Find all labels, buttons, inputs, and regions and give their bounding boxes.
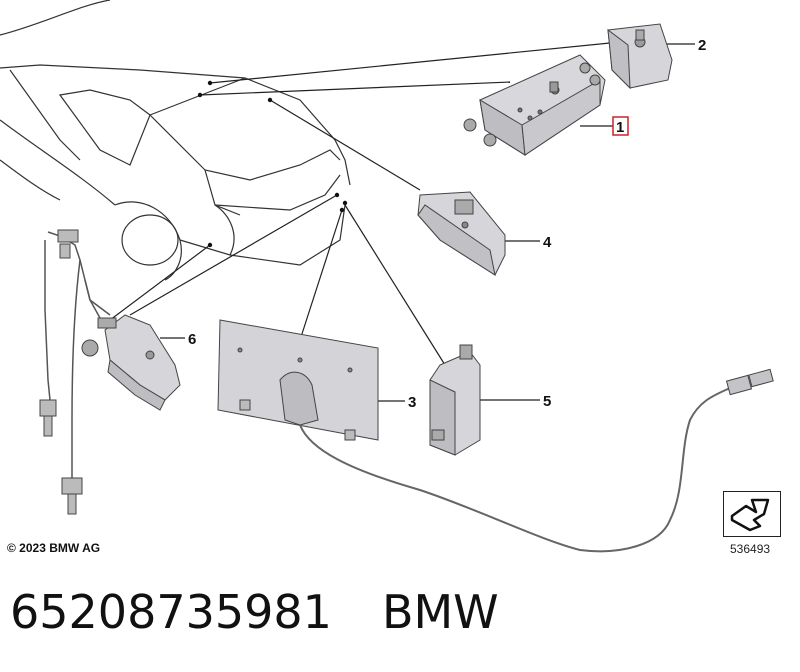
part-number: 65208735981 bbox=[10, 585, 332, 639]
part-5-module bbox=[429, 344, 481, 456]
part-3-antenna-plate bbox=[217, 319, 379, 441]
antenna-cable bbox=[299, 387, 731, 553]
part-1-antenna-amplifier bbox=[463, 54, 606, 156]
reference-number: 536493 bbox=[730, 542, 771, 556]
leader-lines bbox=[109, 42, 695, 402]
reference-box bbox=[723, 491, 781, 537]
callout-3: 3 bbox=[408, 394, 416, 411]
callout-1: 1 bbox=[616, 119, 624, 136]
part-6-connectors bbox=[39, 229, 83, 515]
part-1-highlight-box bbox=[612, 116, 629, 136]
part-6-cables bbox=[44, 231, 111, 480]
part-6-actuator bbox=[81, 314, 181, 411]
callout-5: 5 bbox=[543, 393, 551, 410]
cable-connector bbox=[725, 368, 774, 396]
leader-dots bbox=[197, 80, 348, 248]
copyright-text: © 2023 BMW AG bbox=[7, 541, 101, 555]
arrow-icon bbox=[730, 498, 770, 532]
callout-6: 6 bbox=[188, 331, 196, 348]
caption: 65208735981 BMW bbox=[10, 585, 499, 645]
part-2-module bbox=[607, 23, 673, 90]
parts-diagram: 1 2 3 4 5 6 bbox=[0, 0, 774, 553]
part-4-control-unit bbox=[417, 191, 506, 277]
brand-name: BMW bbox=[381, 585, 499, 639]
callout-2: 2 bbox=[698, 37, 706, 54]
car-outline bbox=[0, 0, 351, 281]
callout-4: 4 bbox=[543, 234, 552, 251]
